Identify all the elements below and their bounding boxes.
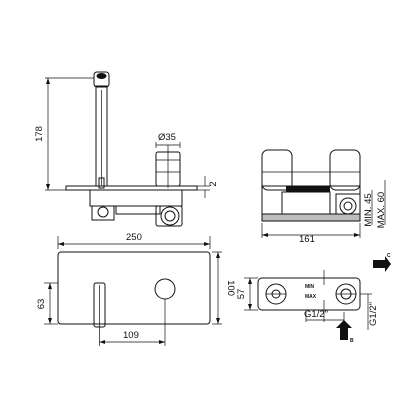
body-left-port <box>265 283 287 305</box>
arrow-b: B <box>336 320 354 344</box>
dim-plate-thickness: 2 <box>197 176 219 198</box>
front-view: 250 100 63 109 <box>36 232 236 346</box>
dim-spout-offset: 63 <box>36 282 58 325</box>
dim-inlet-side: G1/2" <box>360 293 379 330</box>
arrow-b-label: B <box>350 338 354 344</box>
dim-depth: 161 <box>261 223 361 245</box>
max-marking: MAX <box>305 294 317 300</box>
dim-250-label: 250 <box>126 232 142 243</box>
min-marking: MIN <box>305 284 315 290</box>
dim-plate-width: 250 <box>57 232 211 249</box>
handle-knob <box>155 145 181 188</box>
dim-outlet-distance: 109 <box>99 327 166 346</box>
arrow-c-label: C <box>387 253 391 259</box>
front-spout <box>93 282 106 328</box>
cover-plate <box>65 185 198 191</box>
wall-box-body <box>89 189 183 227</box>
spout-tube <box>93 71 110 189</box>
dim-161-label: 161 <box>299 234 315 245</box>
side-view: 178 Ø35 2 <box>34 71 219 227</box>
rear-body <box>261 185 361 222</box>
body-right-port <box>335 283 357 305</box>
dim-body-height: 57 <box>236 277 258 311</box>
dim-2-label: 2 <box>208 181 219 186</box>
dim-g12-side-label: G1/2" <box>368 302 379 326</box>
body-detail-view: MIN MAX 57 G1/2" G1/2" C <box>236 253 391 344</box>
rear-cartridges <box>261 149 361 191</box>
dim-max-label: MAX. 60 <box>376 192 387 228</box>
dim-diameter-label: Ø35 <box>158 132 176 143</box>
dim-109-label: 109 <box>123 330 139 341</box>
front-knob <box>154 278 176 336</box>
dim-diameter: Ø35 <box>155 132 181 148</box>
dim-57-label: 57 <box>236 289 247 300</box>
dim-g12-bottom-label: G1/2" <box>304 309 328 320</box>
arrow-c: C <box>373 253 391 272</box>
dim-min-max: MIN. 45 MAX. 60 <box>363 180 387 228</box>
dim-178-label: 178 <box>34 126 45 142</box>
dim-63-label: 63 <box>36 299 47 310</box>
dim-min-label: MIN. 45 <box>363 193 374 226</box>
dim-100-label: 100 <box>225 280 236 296</box>
dim-plate-height: 100 <box>212 251 236 325</box>
dim-spout-height: 178 <box>34 77 94 191</box>
rear-view: 161 MIN. 45 MAX. 60 <box>261 149 387 245</box>
front-plate <box>57 251 211 325</box>
dim-inlet-bottom: G1/2" <box>304 309 345 322</box>
